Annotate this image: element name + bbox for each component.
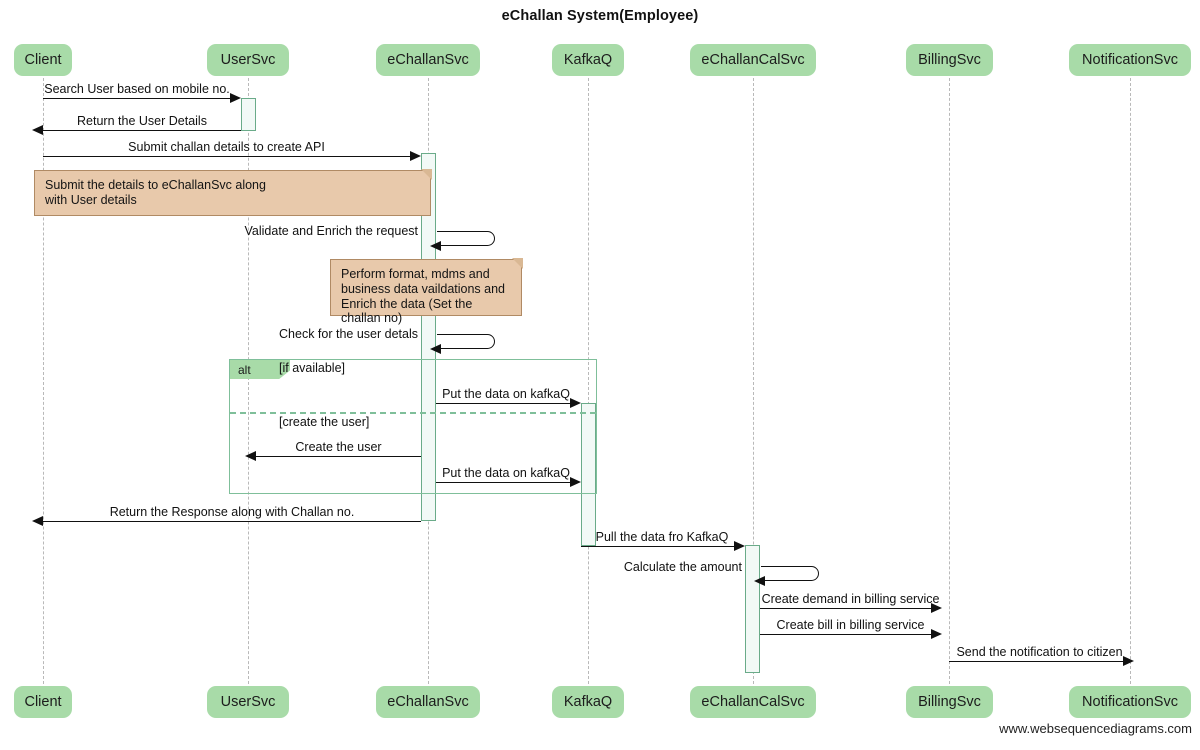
participant-client-top[interactable]: Client bbox=[14, 44, 72, 76]
activation-usersvc bbox=[241, 98, 256, 131]
message-label-pull-data-kafkaq: Pull the data fro KafkaQ bbox=[595, 530, 729, 544]
lifeline-echallancalsvc bbox=[753, 78, 754, 684]
page-title: eChallan System(Employee) bbox=[501, 8, 699, 24]
message-line-create-user bbox=[256, 456, 421, 457]
participant-echallansvc-bottom[interactable]: eChallanSvc bbox=[376, 686, 480, 718]
arrowhead-create-user bbox=[245, 450, 256, 461]
message-label-search-user: Search User based on mobile no. bbox=[44, 82, 230, 96]
message-label-return-response: Return the Response along with Challan n… bbox=[109, 505, 355, 519]
participant-notificationsvc-top[interactable]: NotificationSvc bbox=[1069, 44, 1191, 76]
arrowhead-search-user bbox=[230, 92, 241, 103]
message-label-send-notification: Send the notification to citizen bbox=[956, 645, 1123, 659]
message-line-put-data-kafkaq-2 bbox=[436, 482, 570, 483]
lifeline-usersvc bbox=[248, 78, 249, 684]
participant-echallancalsvc-top[interactable]: eChallanCalSvc bbox=[690, 44, 816, 76]
alt-fragment-divider bbox=[230, 412, 596, 414]
arrowhead-put-data-kafkaq-2 bbox=[570, 476, 581, 487]
alt-fragment-frame bbox=[229, 359, 597, 494]
participant-billingsvc-bottom[interactable]: BillingSvc bbox=[906, 686, 993, 718]
message-line-pull-data-kafkaq bbox=[581, 546, 734, 547]
message-line-create-demand bbox=[760, 608, 931, 609]
arrowhead-return-user-details bbox=[32, 124, 43, 135]
message-label-return-user-details: Return the User Details bbox=[77, 114, 207, 128]
alt-guard-primary: [if available] bbox=[279, 361, 346, 375]
selfmessage-check-user-details bbox=[437, 334, 495, 349]
message-line-search-user bbox=[43, 98, 231, 99]
note-perform-validations: Perform format, mdms and business data v… bbox=[330, 259, 522, 325]
arrowhead-send-notification bbox=[1123, 655, 1134, 666]
participant-usersvc-top[interactable]: UserSvc bbox=[207, 44, 289, 76]
participant-usersvc-bottom[interactable]: UserSvc bbox=[207, 686, 289, 718]
selfmessage-calculate-amount bbox=[761, 566, 819, 581]
arrowhead-create-bill bbox=[931, 628, 942, 639]
participant-client-bottom[interactable]: Client bbox=[14, 686, 72, 718]
message-label-validate-enrich: Validate and Enrich the request bbox=[244, 224, 419, 238]
arrowhead-check-user-details bbox=[430, 343, 441, 354]
activation-kafkaq bbox=[581, 403, 596, 546]
participant-kafkaq-top[interactable]: KafkaQ bbox=[552, 44, 624, 76]
footer-credit: www.websequencediagrams.com bbox=[999, 721, 1192, 736]
message-label-put-data-kafkaq-1: Put the data on kafkaQ bbox=[442, 387, 570, 401]
arrowhead-submit-challan bbox=[410, 150, 421, 161]
lifeline-client bbox=[43, 78, 44, 684]
message-label-put-data-kafkaq-2: Put the data on kafkaQ bbox=[442, 466, 570, 480]
activation-echallancalsvc bbox=[745, 545, 760, 673]
arrowhead-create-demand bbox=[931, 602, 942, 613]
selfmessage-validate-enrich bbox=[437, 231, 495, 246]
message-label-check-user-details: Check for the user detals bbox=[279, 327, 418, 341]
alt-fragment-operator-label: alt bbox=[230, 360, 290, 379]
message-label-create-bill: Create bill in billing service bbox=[776, 618, 925, 632]
alt-guard-alternate: [create the user] bbox=[279, 415, 370, 429]
message-label-calculate-amount: Calculate the amount bbox=[623, 560, 742, 574]
arrowhead-calculate-amount bbox=[754, 575, 765, 586]
arrowhead-return-response bbox=[32, 515, 43, 526]
participant-echallansvc-top[interactable]: eChallanSvc bbox=[376, 44, 480, 76]
message-line-send-notification bbox=[949, 661, 1123, 662]
participant-billingsvc-top[interactable]: BillingSvc bbox=[906, 44, 993, 76]
arrowhead-put-data-kafkaq-1 bbox=[570, 397, 581, 408]
lifeline-billingsvc bbox=[949, 78, 950, 684]
participant-notificationsvc-bottom[interactable]: NotificationSvc bbox=[1069, 686, 1191, 718]
message-line-return-response bbox=[43, 521, 421, 522]
lifeline-notificationsvc bbox=[1130, 78, 1131, 684]
message-label-create-demand: Create demand in billing service bbox=[761, 592, 940, 606]
message-line-return-user-details bbox=[43, 130, 241, 131]
message-line-create-bill bbox=[760, 634, 931, 635]
arrowhead-pull-data-kafkaq bbox=[734, 540, 745, 551]
message-line-put-data-kafkaq-1 bbox=[436, 403, 570, 404]
note-submit-details: Submit the details to eChallanSvc along … bbox=[34, 170, 431, 216]
arrowhead-validate-enrich bbox=[430, 240, 441, 251]
message-line-submit-challan bbox=[43, 156, 410, 157]
lifeline-kafkaq bbox=[588, 78, 589, 684]
message-label-create-user: Create the user bbox=[295, 440, 382, 454]
message-label-submit-challan: Submit challan details to create API bbox=[128, 140, 325, 154]
participant-kafkaq-bottom[interactable]: KafkaQ bbox=[552, 686, 624, 718]
participant-echallancalsvc-bottom[interactable]: eChallanCalSvc bbox=[690, 686, 816, 718]
